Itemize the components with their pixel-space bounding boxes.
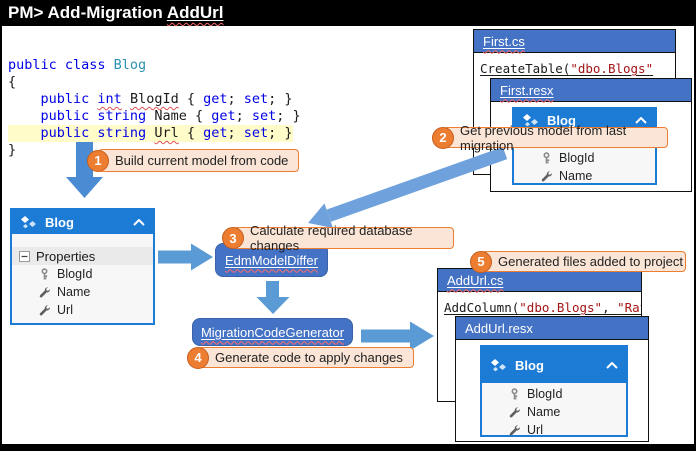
window-addurl-resx-titlebar: AddUrl.resx — [456, 317, 648, 340]
chevron-up-icon[interactable] — [133, 218, 145, 226]
wrench-icon — [509, 424, 521, 435]
callout-step-2: 2 Get previous model from last migration — [432, 123, 668, 153]
code-line-highlighted: public string Url { get; set; } — [8, 125, 301, 142]
section-label: Properties — [36, 248, 96, 264]
chevron-up-icon[interactable] — [635, 116, 647, 124]
step-number-badge: 1 — [87, 149, 109, 172]
class-diagram-icon — [523, 114, 538, 127]
window-title: AddUrl.cs — [447, 272, 504, 288]
title-underlined-word: AddUrl — [166, 3, 224, 22]
callout-text: Get previous model from last migration — [460, 122, 627, 153]
bottom-border — [0, 444, 696, 451]
wrench-icon — [509, 406, 521, 417]
step-number-badge: 4 — [187, 346, 209, 369]
page-title: PM> Add-Migration AddUrl — [8, 3, 223, 23]
property-name: Name — [527, 405, 561, 419]
process-label: EdmModelDiffer — [225, 252, 318, 268]
window-addurl-cs-titlebar: AddUrl.cs — [438, 269, 641, 292]
property-name: Url — [527, 423, 543, 437]
code-line: public int BlogId { get; set; } — [40, 91, 293, 107]
property-row: BlogId — [482, 385, 626, 403]
properties-section-row: Properties — [12, 247, 153, 265]
process-box-migrationcodegenerator: MigrationCodeGenerator — [192, 318, 353, 346]
property-name: Name — [57, 285, 91, 299]
callout-text: Generate code to apply changes — [215, 350, 403, 365]
property-name: BlogId — [527, 387, 563, 401]
entity-header: Blog — [12, 210, 153, 234]
wrench-icon — [541, 170, 553, 181]
entity-body: BlogId Name Url — [482, 383, 626, 439]
left-border — [0, 0, 2, 451]
property-name: Name — [559, 169, 593, 183]
process-label: MigrationCodeGenerator — [200, 324, 345, 340]
code-line: public string Name { get; set; } — [40, 108, 301, 124]
property-row: BlogId — [12, 265, 153, 283]
property-row: Name — [12, 283, 153, 301]
callout-step-4: 4 Generate code to apply changes — [187, 346, 414, 369]
callout-step-1: 1 Build current model from code — [87, 149, 299, 172]
property-row: Url — [482, 421, 626, 439]
property-row: BlogId — [514, 149, 655, 167]
step-number-badge: 3 — [222, 227, 244, 249]
code-line: public class Blog — [8, 57, 147, 73]
window-first-cs-titlebar: First.cs — [474, 30, 675, 53]
title-command-text: PM> Add-Migration — [8, 3, 167, 22]
property-name: Url — [57, 303, 73, 317]
callout-step-5: 5 Generated files added to project — [470, 250, 686, 273]
entity-body: Properties BlogId Name Url — [12, 234, 153, 319]
title-bar — [0, 0, 696, 26]
window-title: AddUrl.resx — [465, 320, 533, 336]
callout-step-3: 3 Calculate required database changes — [222, 223, 454, 253]
key-icon — [543, 151, 550, 163]
migration-code-line: CreateTable("dbo.Blogs" — [480, 61, 654, 76]
entity-name: Blog — [515, 357, 544, 373]
entity-header: Blog — [514, 109, 655, 131]
class-diagram-icon — [491, 359, 506, 372]
code-editor: public class Blog { public int BlogId { … — [8, 57, 301, 159]
entity-body: BlogId Name — [514, 131, 655, 185]
step-number-badge: 2 — [432, 126, 454, 149]
property-name: BlogId — [57, 267, 93, 281]
window-first-resx-titlebar: First.resx — [491, 79, 691, 102]
wrench-icon — [39, 286, 51, 297]
collapse-minus-icon[interactable] — [19, 250, 30, 262]
code-line: { — [8, 74, 17, 90]
class-diagram-icon — [21, 216, 36, 229]
wrench-icon — [39, 304, 51, 315]
entity-blog-current: Blog Properties BlogId Name Url — [10, 208, 155, 325]
entity-name: Blog — [45, 214, 74, 230]
arrow-model-to-differ — [158, 243, 213, 271]
property-name: BlogId — [559, 151, 595, 165]
callout-text: Calculate required database changes — [250, 223, 413, 253]
key-icon — [511, 387, 518, 399]
window-title: First.cs — [483, 33, 525, 49]
right-border — [694, 0, 696, 451]
arrow-differ-to-generator — [256, 281, 290, 314]
callout-text: Generated files added to project — [498, 254, 684, 269]
window-addurl-resx: AddUrl.resx Blog BlogId Name Url — [455, 316, 649, 442]
chevron-up-icon[interactable] — [606, 361, 618, 369]
entity-blog-generated: Blog BlogId Name Url — [480, 345, 628, 437]
callout-text: Build current model from code — [115, 153, 289, 168]
entity-header: Blog — [482, 347, 626, 383]
property-row: Name — [482, 403, 626, 421]
property-row: Name — [514, 167, 655, 185]
code-line: } — [8, 142, 17, 158]
key-icon — [41, 267, 48, 279]
entity-name: Blog — [547, 112, 576, 128]
step-number-badge: 5 — [470, 250, 492, 273]
window-title: First.resx — [500, 82, 554, 98]
property-row: Url — [12, 301, 153, 319]
migration-code-line: AddColumn("dbo.Blogs", "Rat — [444, 300, 641, 315]
